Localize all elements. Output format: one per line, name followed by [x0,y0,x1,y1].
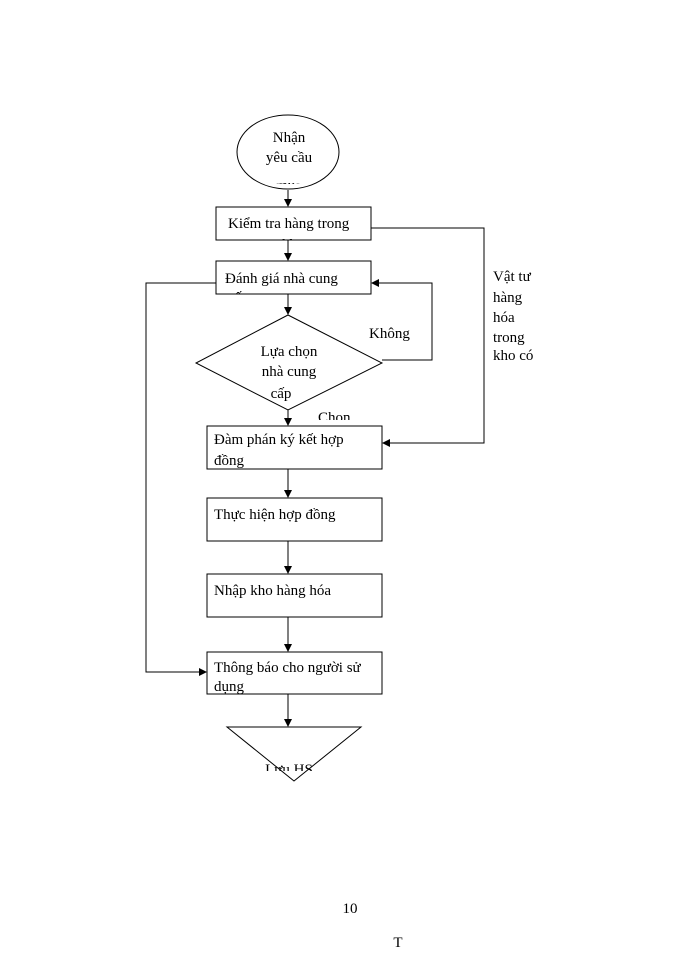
receive-goods-label: Nhập kho hàng hóa [214,583,331,599]
select-supplier-decision [194,314,384,411]
notify-user-line-2: dụng [214,679,245,695]
start-node [236,114,340,190]
receive-goods-box [206,573,383,618]
footer-letter: T [393,935,402,951]
negotiate-box [206,425,383,470]
evaluate-supplier-line-2: cấp [228,290,249,306]
evaluate-supplier-box [215,260,372,295]
label-no: Không [369,326,410,342]
label-chosen: Chọn [318,410,351,426]
start-line-1: Nhận [273,130,306,146]
in-stock-line-2: hàng [493,290,523,306]
check-stock-line-1: Kiểm tra hàng trong [228,216,350,232]
select-supplier-line-3: cấp [271,386,292,402]
evaluate-supplier-line-1: Đánh giá nhà cung [225,271,338,287]
archive-label: Lưu HS [265,762,313,778]
arrow-no-loop [371,279,433,361]
in-stock-line-5: kho có [493,348,533,364]
arrow-in-stock-to-negotiate [371,227,485,447]
negotiate-line-1: Đàm phán ký kết hợp [214,432,344,448]
in-stock-line-4: trong [493,330,525,346]
start-line-2: yêu cầu [266,150,313,166]
notify-user-line-1: Thông báo cho người sử [214,660,362,676]
archive-node [225,726,363,782]
start-line-3: mua [276,178,302,194]
check-stock-box [215,206,372,241]
check-stock-line-2: kho [282,237,305,253]
negotiate-line-2: đồng [214,453,245,469]
select-supplier-line-1: Lựa chọn [261,344,318,360]
notify-user-box [206,651,383,695]
in-stock-line-3: hóa [493,310,515,326]
select-supplier-line-2: nhà cung [262,364,317,380]
execute-contract-label: Thực hiện hợp đồng [214,507,336,523]
page-number: 10 [343,901,358,917]
arrow-evaluate-to-notify [145,282,216,676]
execute-contract-box [206,497,383,542]
in-stock-line-1: Vật tư [493,269,532,285]
